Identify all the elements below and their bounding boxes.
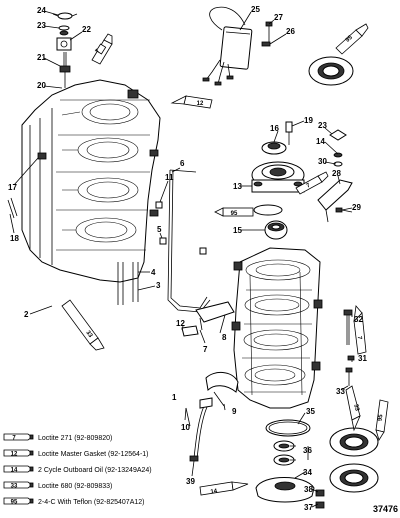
callout-3: 3 — [156, 281, 161, 290]
legend-code: 14 — [11, 468, 18, 474]
tube-33-bottom: 33 — [345, 385, 361, 432]
legend-code: 95 — [11, 500, 18, 506]
bleed-hose — [185, 397, 213, 462]
legend-text: Loctite 271 (92-809820) — [38, 435, 112, 442]
callout-27: 27 — [274, 13, 283, 22]
callout-30: 30 — [318, 157, 327, 166]
legend-code: 12 — [11, 452, 18, 458]
screws-27-26 — [261, 21, 273, 47]
tube-7-mid: 7 — [295, 171, 329, 195]
legend-item: 14 2 Cycle Outboard Oil (92-13249A24) — [3, 465, 152, 474]
legend-code: 33 — [11, 484, 18, 490]
callout-21: 21 — [37, 53, 46, 62]
callout-2: 2 — [24, 310, 29, 319]
callout-19: 19 — [304, 116, 313, 125]
callout-29: 29 — [352, 203, 361, 212]
callout-23: 23 — [37, 21, 46, 30]
tube-code: 33 — [84, 330, 93, 339]
callout-17: 17 — [8, 183, 17, 192]
callout-10: 10 — [181, 423, 190, 432]
tube-code: 95 — [378, 413, 385, 421]
cylinder-block — [7, 79, 161, 305]
callout-4: 4 — [151, 268, 156, 277]
callout-39: 39 — [186, 477, 195, 486]
callout-15: 15 — [233, 226, 242, 235]
tube-12-center: 12 — [170, 95, 213, 109]
callout-13: 13 — [233, 182, 242, 191]
legend-item: 95 2-4-C With Teflon (92-825407A12) — [3, 497, 144, 506]
callout-6: 6 — [180, 159, 185, 168]
tube-code: 14 — [210, 488, 218, 495]
bearing-15 — [253, 204, 288, 240]
callout-1: 1 — [172, 393, 177, 402]
legend-item: 33 Loctite 680 (92-809833) — [3, 481, 112, 490]
tube-code: 95 — [231, 211, 238, 217]
tube-7-top: 7 — [91, 33, 113, 65]
callout-38: 38 — [304, 485, 313, 494]
tube-code: 12 — [197, 101, 204, 107]
tube-code: 33 — [352, 404, 360, 413]
callout-33: 33 — [336, 387, 345, 396]
tube-95-bottom: 95 — [375, 399, 389, 441]
tube-33-left: 33 — [61, 299, 105, 351]
lower-brackets — [181, 301, 239, 407]
callout-9: 9 — [232, 407, 237, 416]
cover-bolts — [343, 309, 355, 386]
tube-14-bottom: 14 — [199, 481, 249, 496]
legend-item: 12 Loctite Master Gasket (92-12564-1) — [3, 449, 149, 458]
tube-code: 7 — [95, 48, 102, 55]
callout-22: 22 — [82, 25, 91, 34]
legend-text: Loctite 680 (92-809833) — [38, 483, 112, 490]
tube-code: 7 — [306, 182, 312, 189]
callout-14: 14 — [316, 137, 325, 146]
legend-text: 2 Cycle Outboard Oil (92-13249A24) — [38, 467, 152, 474]
crankcase-cover — [231, 247, 323, 409]
callout-34: 34 — [303, 468, 312, 477]
figure-number: 37476 — [373, 504, 398, 514]
bracket-assembly — [317, 129, 353, 223]
callout-5: 5 — [157, 225, 162, 234]
upper-end-cap — [251, 56, 354, 193]
tube-7-right: 7 — [353, 305, 367, 355]
ignition-module — [202, 6, 253, 86]
legend-text: Loctite Master Gasket (92-12564-1) — [38, 451, 149, 458]
callout-12: 12 — [176, 319, 185, 328]
callout-labels: 24 23 22 21 20 25 27 26 17 18 19 16 14 2… — [8, 5, 367, 512]
leader-lines — [9, 10, 353, 508]
callout-7: 7 — [203, 345, 208, 354]
legend-text: 2-4-C With Teflon (92-825407A12) — [38, 499, 144, 506]
legend: 7 Loctite 271 (92-809820) 12 Loctite Mas… — [3, 433, 152, 506]
callout-25: 25 — [251, 5, 260, 14]
callout-8: 8 — [222, 333, 227, 342]
top-left-hardware — [52, 12, 78, 88]
callout-11: 11 — [165, 173, 174, 182]
callout-37: 37 — [304, 503, 313, 512]
callout-32: 32 — [354, 315, 363, 324]
tube-code: 7 — [356, 336, 362, 341]
callout-18: 18 — [10, 234, 19, 243]
callout-24: 24 — [37, 6, 46, 15]
tube-95-mid: 95 — [214, 207, 254, 217]
callout-35: 35 — [306, 407, 315, 416]
callout-23-right: 23 — [318, 121, 327, 130]
callout-26: 26 — [286, 27, 295, 36]
callout-20: 20 — [37, 81, 46, 90]
tube-code: 95 — [345, 34, 354, 43]
callout-28: 28 — [332, 169, 341, 178]
callout-36: 36 — [303, 446, 312, 455]
lower-end-cap — [255, 419, 379, 509]
water-tube — [155, 169, 211, 313]
legend-code: 7 — [12, 436, 16, 442]
tube-95-top: 95 — [335, 23, 369, 55]
legend-item: 7 Loctite 271 (92-809820) — [3, 433, 112, 442]
callout-31: 31 — [358, 354, 367, 363]
callout-16: 16 — [270, 124, 279, 133]
